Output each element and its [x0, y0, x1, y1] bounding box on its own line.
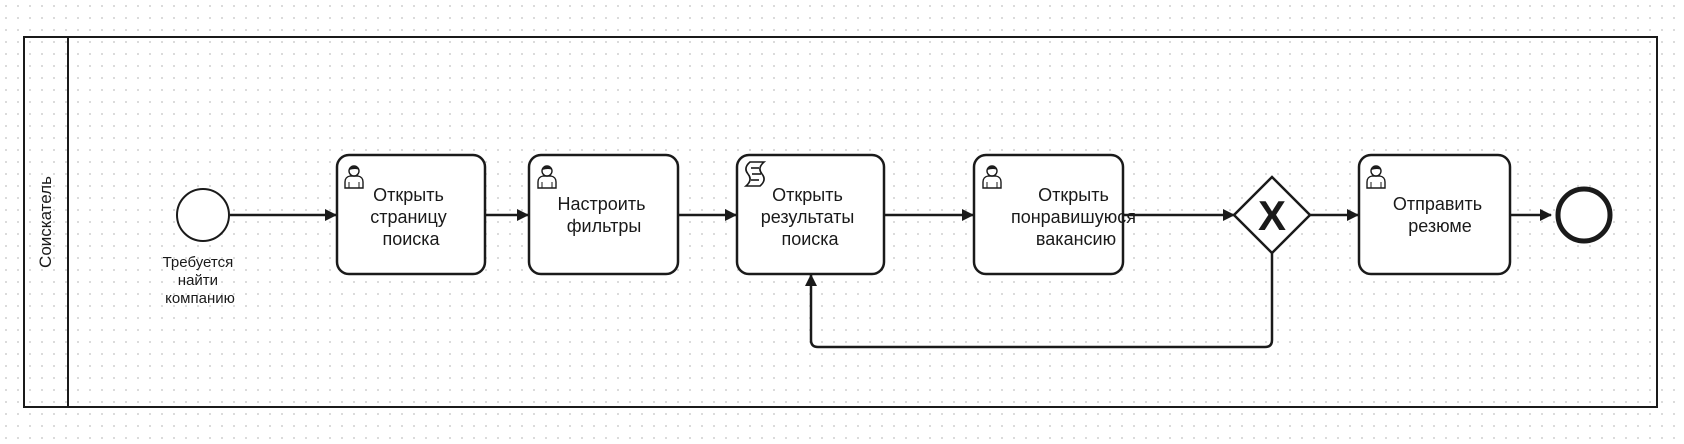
sequence-flows: [230, 209, 1552, 349]
start-event-label-line-1: Требуется: [163, 254, 234, 271]
end-event[interactable]: [1555, 186, 1613, 244]
task-open-liked-vacancy[interactable]: Открыть понравишуюся вакансию: [972, 153, 1141, 276]
start-event-label-line-3: компанию: [165, 290, 235, 307]
task-label: Открыть страницу поиска: [370, 185, 452, 249]
task-label: Настроить фильтры: [558, 194, 651, 236]
script-icon: [743, 161, 767, 187]
exclusive-gateway[interactable]: X: [1232, 175, 1312, 255]
task-label: Открыть результаты поиска: [761, 185, 860, 249]
task-label: Отправить резюме: [1393, 194, 1487, 236]
task-configure-filters[interactable]: Настроить фильтры: [527, 153, 680, 276]
lane-label: Соискатель: [36, 176, 55, 268]
start-event[interactable]: [176, 188, 230, 242]
start-event-label-line-2: найти: [178, 272, 218, 289]
task-send-resume[interactable]: Отправить резюме: [1357, 153, 1512, 276]
flow-gateway-loop-back[interactable]: [805, 252, 1274, 349]
task-open-search-results[interactable]: Открыть результаты поиска: [735, 153, 886, 276]
task-open-search-page[interactable]: Открыть страницу поиска: [335, 153, 487, 276]
task-label: Открыть понравишуюся вакансию: [1011, 185, 1141, 249]
gateway-x-icon: X: [1258, 192, 1286, 239]
start-event-label: Требуется найти компанию: [163, 254, 238, 307]
pool[interactable]: [23, 36, 1658, 408]
